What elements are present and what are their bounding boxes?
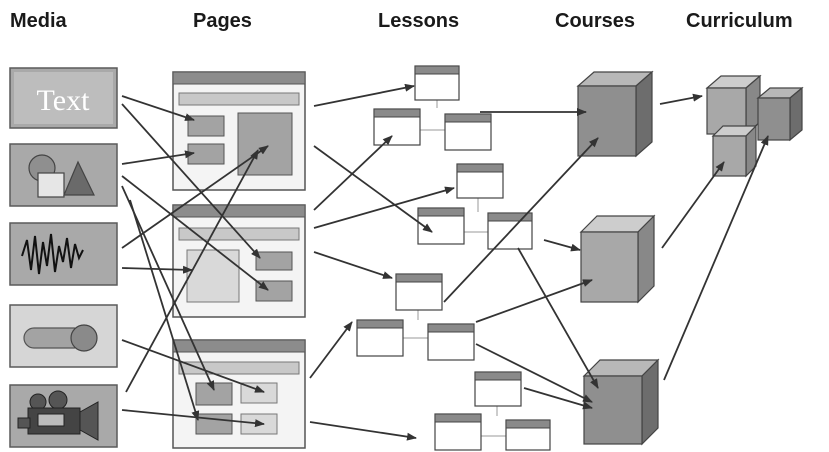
page-2	[172, 204, 306, 318]
triangle-shape-icon	[63, 160, 95, 196]
course-cube-3	[582, 358, 660, 446]
media-text-label: Text	[37, 84, 91, 117]
media-text-tile: Text	[9, 67, 118, 129]
video-camera-icon	[17, 390, 99, 441]
course-cube-2	[579, 214, 656, 304]
lesson-3	[356, 273, 475, 361]
media-shapes-tile	[9, 143, 118, 207]
square-shape-icon	[37, 172, 65, 198]
lesson-2	[417, 163, 533, 250]
column-header-pages: Pages	[193, 10, 252, 32]
page-1	[172, 71, 306, 191]
page-to-lesson-arrows	[309, 83, 455, 441]
curriculum-cube-cluster	[705, 74, 804, 178]
ball-icon	[70, 324, 98, 352]
media-video-tile	[9, 384, 118, 448]
column-header-lessons: Lessons	[378, 10, 460, 32]
course-cube-1	[576, 70, 654, 158]
column-header-curriculum: Curriculum	[686, 10, 793, 32]
column-header-courses: Courses	[555, 10, 636, 32]
course-to-curriculum-arrows	[659, 93, 769, 381]
media-to-page-arrows	[121, 95, 269, 428]
lesson-1	[373, 65, 492, 151]
media-animation-tile	[9, 304, 118, 368]
lesson-4	[434, 371, 551, 451]
media-audio-tile	[9, 222, 118, 286]
waveform-icon	[21, 233, 84, 275]
page-3	[172, 339, 306, 449]
lesson-to-course-arrows	[443, 108, 599, 410]
column-header-media: Media	[10, 10, 67, 32]
